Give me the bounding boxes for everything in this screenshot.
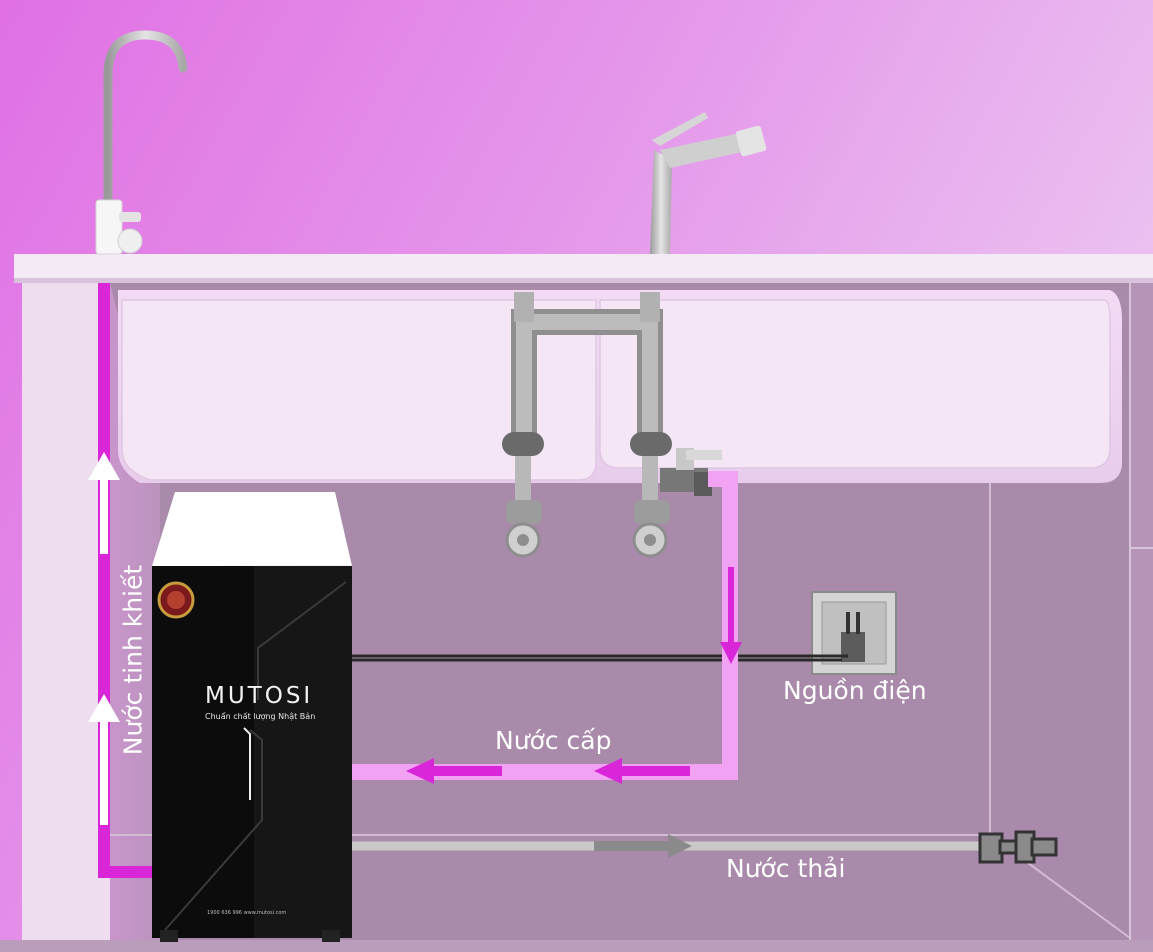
power-socket-icon bbox=[811, 591, 897, 675]
pure-water-arrow-top bbox=[88, 452, 120, 554]
power-cable bbox=[350, 654, 848, 662]
label-waste-water: Nước thải bbox=[726, 854, 846, 883]
sink-basin bbox=[118, 290, 1122, 483]
kitchen-faucet-icon bbox=[650, 112, 767, 254]
feed-water-arrow-left-2 bbox=[406, 758, 502, 784]
sink-drain-pipes bbox=[502, 292, 722, 558]
waste-water-arrow-right bbox=[594, 834, 692, 858]
feed-water-arrow-left-1 bbox=[594, 758, 690, 784]
feed-water-arrow-down bbox=[720, 567, 742, 664]
drain-valve-icon bbox=[978, 830, 1058, 864]
countertop bbox=[14, 254, 1153, 283]
label-feed-water: Nước cấp bbox=[495, 726, 612, 755]
certification-seal-icon bbox=[157, 581, 195, 619]
cabinet-left-post bbox=[22, 283, 110, 952]
ro-purifier-unit bbox=[152, 492, 352, 942]
brand-tagline: Chuẩn chất lượng Nhật Bản bbox=[205, 712, 316, 721]
label-power: Nguồn điện bbox=[783, 676, 927, 705]
pure-water-arrow-bottom bbox=[88, 694, 120, 825]
brand-logo: MUTOSI bbox=[205, 683, 314, 709]
label-pure-water: Nước tinh khiết bbox=[118, 564, 148, 756]
unit-contact-info: 1900 636 996 www.mutosi.com bbox=[207, 910, 287, 916]
gooseneck-faucet-icon bbox=[95, 30, 188, 255]
